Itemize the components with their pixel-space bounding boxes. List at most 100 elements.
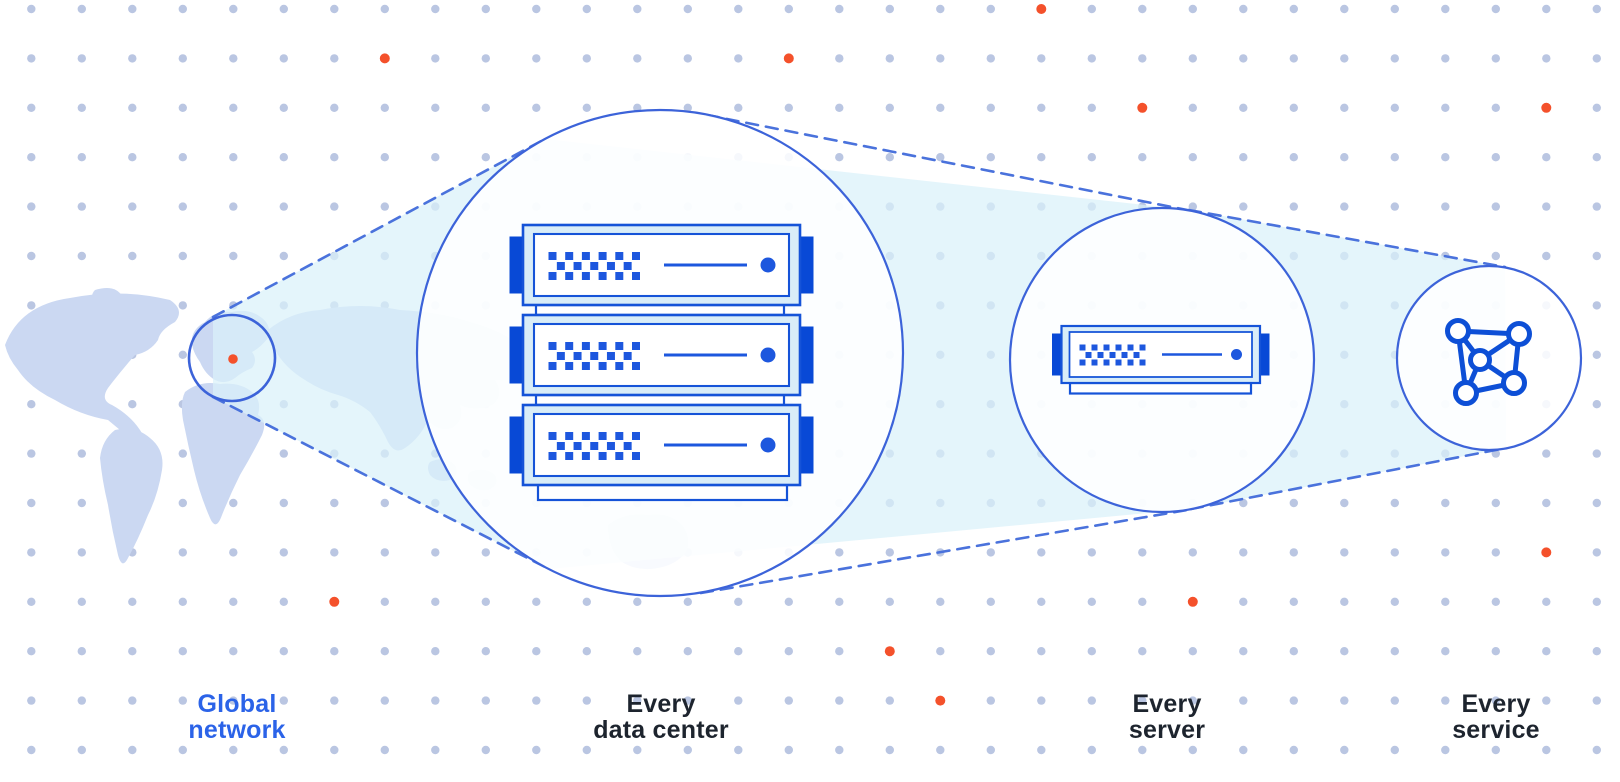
label-line: data center [593, 716, 729, 744]
grid-dot [1592, 350, 1602, 359]
grid-dot [1491, 153, 1501, 162]
grid-dot [178, 597, 187, 606]
grid-dot [885, 548, 894, 557]
grid-dot [481, 696, 490, 705]
grid-dot [1592, 548, 1602, 557]
grid-dot [1441, 103, 1450, 113]
grid-dot [380, 696, 389, 705]
grid-dot [1037, 647, 1046, 656]
grid-dot [27, 400, 36, 409]
grid-dot [27, 745, 36, 755]
grid-dot [1037, 548, 1046, 557]
grid-dot [77, 153, 87, 162]
grid-dot [1087, 103, 1097, 113]
grid-dot [431, 647, 440, 656]
grid-dot [1138, 597, 1147, 606]
grid-dot [229, 696, 238, 705]
grid-dot [1138, 4, 1147, 14]
grid-dot [1441, 696, 1450, 705]
grid-dot [1592, 103, 1602, 113]
grid-dot [1390, 597, 1400, 606]
grid-dot [1037, 696, 1046, 705]
grid-dot [128, 251, 137, 261]
grid-dot [481, 647, 490, 656]
grid-dot [431, 54, 440, 63]
grid-dot [1542, 54, 1551, 63]
grid-dot [380, 647, 389, 656]
label-line: Every [1461, 690, 1531, 718]
grid-dot [734, 4, 743, 14]
orange-dot [1137, 102, 1148, 113]
grid-dot [380, 745, 389, 755]
grid-dot [582, 647, 591, 656]
grid-dot [1289, 498, 1299, 508]
grid-dot [1340, 647, 1349, 656]
grid-dot [128, 745, 137, 755]
grid-dot [27, 54, 36, 63]
grid-dot [784, 647, 793, 656]
grid-dot [532, 54, 541, 63]
grid-dot [330, 745, 339, 755]
orange-dot [1036, 4, 1047, 14]
grid-dot [178, 498, 187, 508]
map-highlight-circle [187, 313, 277, 403]
grid-dot [986, 548, 995, 557]
grid-dot [1087, 548, 1097, 557]
grid-dot [936, 4, 945, 14]
grid-dot [431, 597, 440, 606]
grid-dot [77, 745, 87, 755]
grid-dot [986, 647, 995, 656]
grid-dot [229, 153, 238, 162]
grid-dot [633, 696, 642, 705]
grid-dot [27, 597, 36, 606]
grid-dot [178, 301, 187, 310]
grid-dot [1239, 202, 1248, 211]
grid-dot [279, 4, 288, 14]
label-every-data-center: Every data center [531, 691, 791, 743]
grid-dot [128, 400, 137, 409]
orange-dot [1541, 102, 1552, 113]
grid-dot [481, 153, 490, 162]
grid-dot [178, 54, 187, 63]
grid-dot [279, 449, 288, 458]
grid-dot [1441, 597, 1450, 606]
grid-dot [27, 696, 36, 705]
zoom-dashed-lines [211, 113, 1508, 595]
grid-dot [1340, 498, 1349, 508]
grid-dot [1592, 54, 1602, 63]
grid-dot [279, 597, 288, 606]
grid-dot [1289, 745, 1299, 755]
grid-dot [279, 54, 288, 63]
grid-dot [128, 696, 137, 705]
grid-dot [532, 4, 541, 14]
grid-dot [784, 4, 793, 14]
orange-dot [935, 695, 946, 706]
grid-dot [1491, 54, 1501, 63]
grid-dot [1138, 54, 1147, 63]
grid-dot [532, 597, 541, 606]
grid-dot [1087, 647, 1097, 656]
grid-dot [1037, 103, 1046, 113]
server-rack-icon [509, 223, 814, 502]
label-every-server: Every server [1037, 691, 1297, 743]
grid-dot [1542, 449, 1551, 458]
grid-dot [178, 350, 187, 359]
server-icon [1052, 324, 1270, 395]
grid-dot [683, 103, 692, 113]
grid-dot [986, 153, 995, 162]
grid-dot [1239, 153, 1248, 162]
grid-dot [936, 597, 945, 606]
grid-dot [77, 449, 87, 458]
grid-dot [1491, 4, 1501, 14]
grid-dot [380, 202, 389, 211]
label-every-service: Every service [1366, 691, 1620, 743]
grid-dot [784, 597, 793, 606]
grid-dot [885, 4, 894, 14]
grid-dot [1340, 548, 1349, 557]
grid-dot [1087, 54, 1097, 63]
grid-dot [1542, 745, 1551, 755]
grid-dot [986, 103, 995, 113]
grid-dot [633, 4, 642, 14]
grid-dot [77, 4, 87, 14]
grid-dot [1289, 202, 1299, 211]
